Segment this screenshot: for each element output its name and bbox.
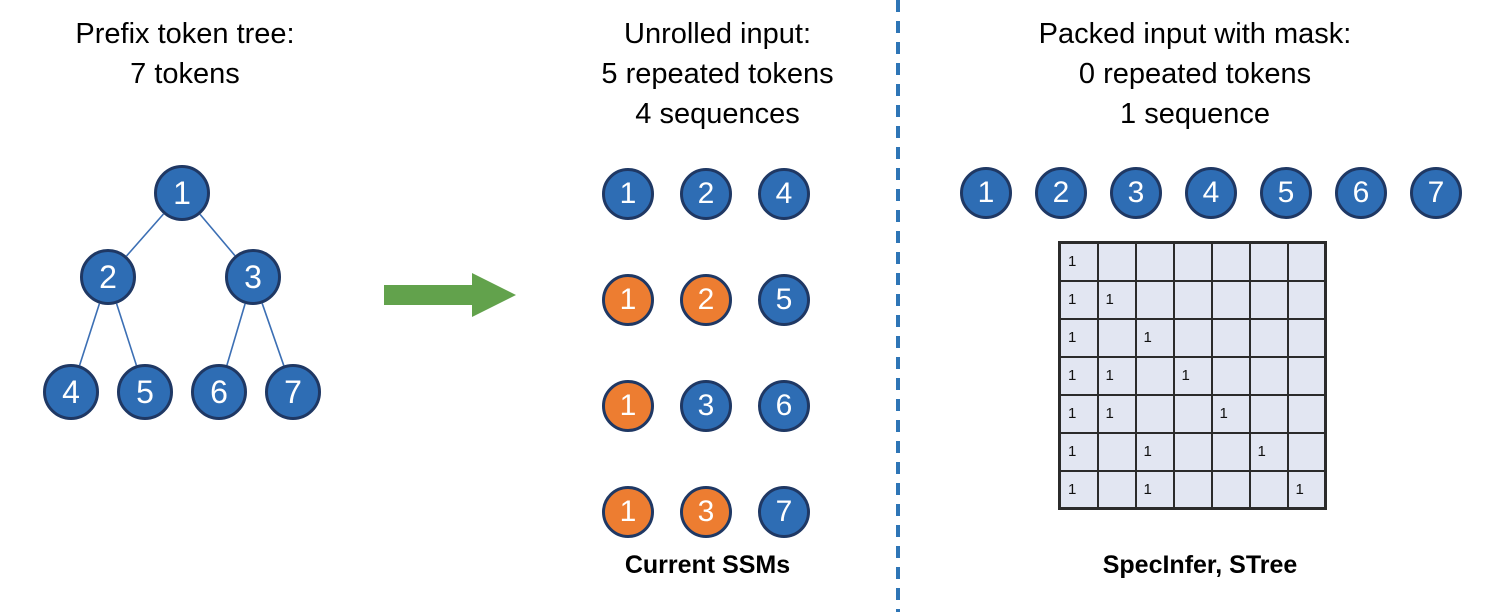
mask-cell-r7c6 [1248, 469, 1289, 510]
packed-token-5: 5 [1260, 167, 1312, 219]
unrolled-token-r1c3: 4 [758, 168, 810, 220]
right-panel-caption: SpecInfer, STree [1102, 551, 1298, 579]
mask-cell-r1c2 [1096, 241, 1137, 282]
mask-cell-r2c2: 1 [1096, 279, 1137, 320]
mask-cell-r1c6 [1248, 241, 1289, 282]
packed-token-3: 3 [1110, 167, 1162, 219]
mask-cell-r6c2 [1096, 431, 1137, 472]
middle-panel-title: Unrolled input: 5 repeated tokens 4 sequ… [601, 18, 834, 130]
mask-cell-r4c7 [1286, 355, 1327, 396]
tree-node-4: 4 [43, 364, 99, 420]
tree-node-7: 7 [265, 364, 321, 420]
mask-cell-r3c6 [1248, 317, 1289, 358]
unrolled-token-r3c1: 1 [602, 380, 654, 432]
mask-cell-r2c4 [1172, 279, 1213, 320]
mask-cell-r7c7: 1 [1286, 469, 1327, 510]
unrolled-token-r2c2: 2 [680, 274, 732, 326]
mask-cell-r5c7 [1286, 393, 1327, 434]
tree-node-2: 2 [80, 249, 136, 305]
mask-cell-r4c6 [1248, 355, 1289, 396]
mask-cell-r3c7 [1286, 317, 1327, 358]
unrolled-token-r3c3: 6 [758, 380, 810, 432]
unrolled-token-r3c2: 3 [680, 380, 732, 432]
mask-cell-r7c3: 1 [1134, 469, 1175, 510]
mask-cell-r2c3 [1134, 279, 1175, 320]
right-panel-title: Packed input with mask: 0 repeated token… [1038, 18, 1352, 130]
mask-cell-r5c4 [1172, 393, 1213, 434]
unrolled-token-r1c2: 2 [680, 168, 732, 220]
transform-arrow [384, 273, 516, 317]
mask-cell-r5c5: 1 [1210, 393, 1251, 434]
tree-edges [78, 213, 285, 366]
packed-token-7: 7 [1410, 167, 1462, 219]
unrolled-token-r2c1: 1 [602, 274, 654, 326]
mask-cell-r1c1: 1 [1058, 241, 1099, 282]
tree-edge [115, 303, 138, 366]
mask-cell-r2c1: 1 [1058, 279, 1099, 320]
mask-cell-r7c1: 1 [1058, 469, 1099, 510]
mask-cell-r6c6: 1 [1248, 431, 1289, 472]
unrolled-token-r2c3: 5 [758, 274, 810, 326]
tree-edge [199, 213, 236, 257]
mask-cell-r3c2 [1096, 317, 1137, 358]
tree-edge [226, 303, 246, 366]
mask-cell-r5c1: 1 [1058, 393, 1099, 434]
mask-cell-r6c1: 1 [1058, 431, 1099, 472]
middle-panel-caption: Current SSMs [624, 551, 791, 579]
packed-token-2: 2 [1035, 167, 1087, 219]
unrolled-token-r1c1: 1 [602, 168, 654, 220]
unrolled-token-r4c1: 1 [602, 486, 654, 538]
tree-edge [261, 303, 285, 366]
tree-node-1: 1 [154, 165, 210, 221]
tree-edge [125, 213, 165, 257]
mask-cell-r1c5 [1210, 241, 1251, 282]
mask-cell-r4c1: 1 [1058, 355, 1099, 396]
mask-cell-r4c5 [1210, 355, 1251, 396]
unrolled-token-r4c2: 3 [680, 486, 732, 538]
tree-edge [78, 303, 101, 366]
mask-cell-r5c6 [1248, 393, 1289, 434]
mask-cell-r5c2: 1 [1096, 393, 1137, 434]
mask-cell-r3c4 [1172, 317, 1213, 358]
mask-row: 1 [1058, 241, 1327, 282]
mask-cell-r3c1: 1 [1058, 317, 1099, 358]
mask-cell-r6c4 [1172, 431, 1213, 472]
mask-cell-r6c3: 1 [1134, 431, 1175, 472]
mask-cell-r3c5 [1210, 317, 1251, 358]
mask-cell-r7c5 [1210, 469, 1251, 510]
mask-cell-r2c7 [1286, 279, 1327, 320]
packed-token-4: 4 [1185, 167, 1237, 219]
panel-divider [896, 0, 900, 612]
mask-cell-r4c2: 1 [1096, 355, 1137, 396]
mask-cell-r2c5 [1210, 279, 1251, 320]
mask-cell-r7c2 [1096, 469, 1137, 510]
tree-node-5: 5 [117, 364, 173, 420]
packed-token-6: 6 [1335, 167, 1387, 219]
packed-token-1: 1 [960, 167, 1012, 219]
mask-cell-r1c4 [1172, 241, 1213, 282]
mask-cell-r4c4: 1 [1172, 355, 1213, 396]
mask-cell-r1c7 [1286, 241, 1327, 282]
mask-cell-r2c6 [1248, 279, 1289, 320]
left-panel-title: Prefix token tree: 7 tokens [75, 18, 295, 90]
mask-cell-r6c5 [1210, 431, 1251, 472]
mask-cell-r7c4 [1172, 469, 1213, 510]
mask-cell-r4c3 [1134, 355, 1175, 396]
tree-node-6: 6 [191, 364, 247, 420]
mask-cell-r5c3 [1134, 393, 1175, 434]
mask-cell-r1c3 [1134, 241, 1175, 282]
tree-node-3: 3 [225, 249, 281, 305]
unrolled-token-r4c3: 7 [758, 486, 810, 538]
mask-cell-r3c3: 1 [1134, 317, 1175, 358]
mask-cell-r6c7 [1286, 431, 1327, 472]
